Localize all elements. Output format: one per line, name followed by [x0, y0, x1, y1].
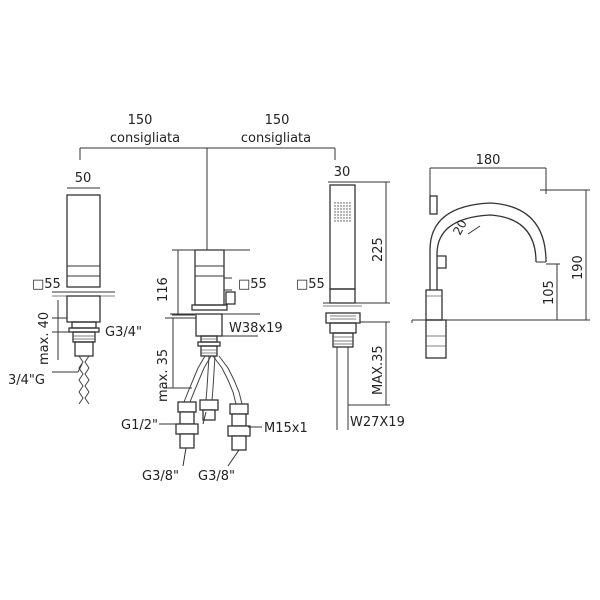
valve-outlet: 3/4"G	[8, 373, 45, 388]
mixer	[159, 249, 262, 467]
mixer-body: W38x19	[229, 321, 283, 336]
mixer-max-depth: max. 35	[156, 349, 171, 402]
shower-square: □55	[296, 277, 325, 292]
shower-width: 30	[334, 165, 351, 180]
shower-height: 225	[371, 237, 386, 262]
valve-width: 50	[75, 171, 92, 186]
spacing-left-note: consigliata	[110, 131, 180, 146]
spacing-right-value: 150	[265, 113, 290, 128]
mixer-hose: M15x1	[264, 421, 308, 436]
spout-total-height: 190	[571, 255, 586, 280]
hand-shower	[323, 181, 390, 430]
spout-radius: 20	[450, 217, 470, 237]
spacing-dimension	[79, 147, 336, 250]
valve-max-depth: max. 40	[37, 312, 52, 365]
spout	[411, 167, 590, 359]
mixer-cold: G3/8"	[198, 469, 235, 484]
spacing-left-value: 150	[128, 113, 153, 128]
shower-max-depth: MAX.35	[371, 345, 386, 395]
mixer-hot: G3/8"	[142, 469, 179, 484]
valve-square: □55	[32, 277, 61, 292]
diverter-valve	[52, 187, 115, 405]
mixer-height: 116	[156, 277, 171, 302]
valve-thread: G3/4"	[105, 325, 142, 340]
spacing-right-note: consigliata	[241, 131, 311, 146]
shower-nozzle-grid	[334, 202, 351, 222]
spout-outlet-height: 105	[542, 280, 557, 305]
mixer-inlet: G1/2"	[121, 418, 158, 433]
mixer-square: □55	[238, 277, 267, 292]
shower-hose: W27X19	[350, 415, 405, 430]
spout-reach: 180	[476, 153, 501, 168]
